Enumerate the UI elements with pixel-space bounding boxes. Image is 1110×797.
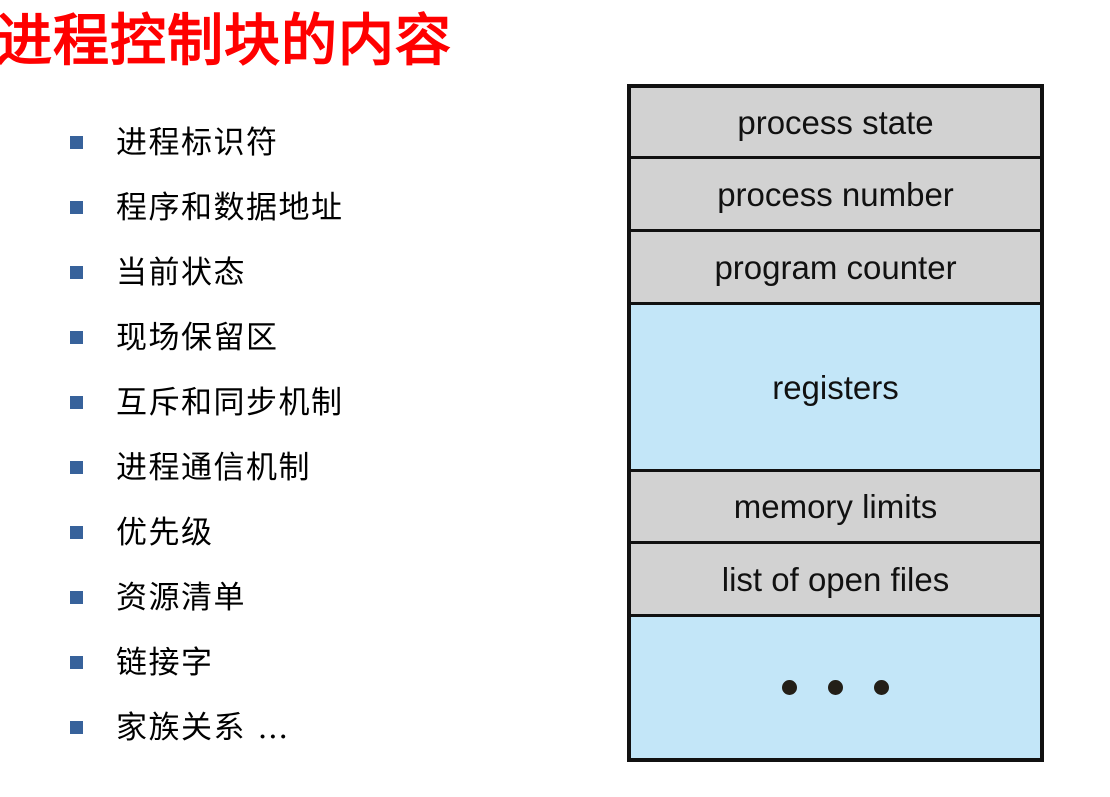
- bullet-list: 进程标识符 程序和数据地址 当前状态 现场保留区 互斥和同步机制 进程通信机制 …: [70, 110, 610, 760]
- pcb-row-label: list of open files: [721, 560, 950, 598]
- list-item: 资源清单: [70, 565, 610, 630]
- square-bullet-icon: [70, 591, 83, 604]
- dot-icon: [874, 680, 889, 695]
- dot-icon: [782, 680, 797, 695]
- list-item-label: 进程标识符: [116, 124, 279, 161]
- list-item: 现场保留区: [70, 305, 610, 370]
- square-bullet-icon: [70, 396, 83, 409]
- pcb-diagram: process state process number program cou…: [627, 84, 1044, 762]
- list-item-label: 优先级: [116, 514, 214, 551]
- list-item-label: 当前状态: [116, 254, 246, 291]
- list-item: 家族关系 …: [70, 695, 610, 760]
- pcb-row-list-of-open-files: list of open files: [631, 544, 1040, 617]
- pcb-row-process-number: process number: [631, 159, 1040, 232]
- square-bullet-icon: [70, 136, 83, 149]
- dot-icon: [828, 680, 843, 695]
- square-bullet-icon: [70, 266, 83, 279]
- square-bullet-icon: [70, 721, 83, 734]
- square-bullet-icon: [70, 526, 83, 539]
- pcb-row-label: process number: [717, 175, 954, 213]
- list-item: 进程标识符: [70, 110, 610, 175]
- square-bullet-icon: [70, 201, 83, 214]
- square-bullet-icon: [70, 656, 83, 669]
- list-item-label: 资源清单: [116, 579, 246, 616]
- list-item-label: 家族关系 …: [116, 709, 290, 746]
- pcb-row-label: process state: [737, 103, 934, 141]
- page-title: 进程控制块的内容: [0, 8, 452, 74]
- pcb-row-ellipsis: [631, 617, 1040, 758]
- list-item-label: 互斥和同步机制: [116, 384, 344, 421]
- list-item: 进程通信机制: [70, 435, 610, 500]
- list-item: 互斥和同步机制: [70, 370, 610, 435]
- pcb-row-process-state: process state: [631, 88, 1040, 159]
- pcb-row-memory-limits: memory limits: [631, 472, 1040, 544]
- ellipsis-dots-icon: [782, 680, 889, 695]
- pcb-row-registers: registers: [631, 305, 1040, 472]
- list-item: 链接字: [70, 630, 610, 695]
- square-bullet-icon: [70, 461, 83, 474]
- list-item-label: 现场保留区: [116, 319, 279, 356]
- list-item-label: 程序和数据地址: [116, 189, 344, 226]
- list-item: 优先级: [70, 500, 610, 565]
- list-item-label: 进程通信机制: [116, 449, 311, 486]
- list-item-label: 链接字: [116, 644, 214, 681]
- list-item: 当前状态: [70, 240, 610, 305]
- pcb-row-program-counter: program counter: [631, 232, 1040, 305]
- pcb-row-label: registers: [772, 368, 899, 406]
- list-item: 程序和数据地址: [70, 175, 610, 240]
- square-bullet-icon: [70, 331, 83, 344]
- pcb-row-label: program counter: [714, 248, 957, 286]
- pcb-row-label: memory limits: [733, 488, 938, 525]
